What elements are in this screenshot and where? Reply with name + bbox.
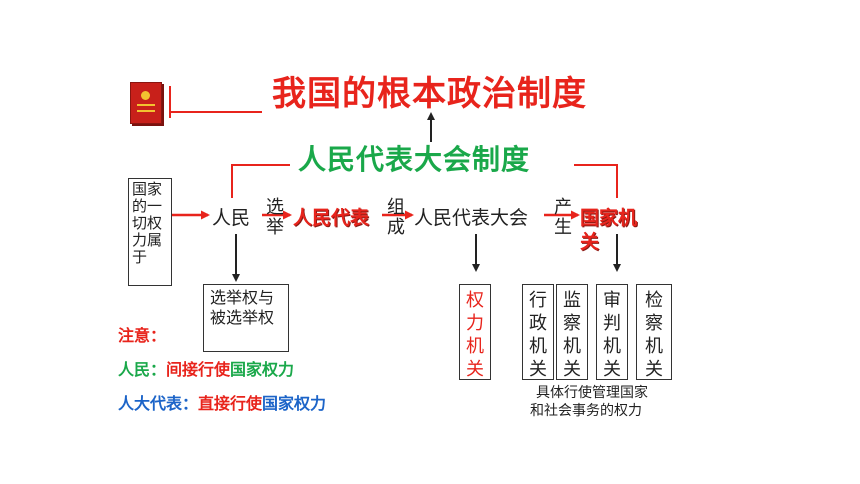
organs-caption-line1: 具体行使管理国家 — [536, 385, 648, 401]
frame-right — [574, 164, 618, 198]
rights-box: 选举权与被选举权 — [203, 284, 289, 352]
note-deputy-power: 国家权力 — [262, 394, 327, 413]
constitution-book-icon — [130, 82, 162, 124]
rights-box-text: 选举权与被选举权 — [210, 288, 275, 327]
note-people-label: 人民： — [118, 360, 167, 379]
flow-people: 人民 — [212, 207, 251, 229]
organs-caption-line2: 和社会事务的权力 — [530, 403, 642, 419]
flow-state-organs: 国家机关 — [580, 207, 638, 253]
note-people: 人民：间接行使国家权力 — [118, 356, 294, 380]
organ-box-procuratorial: 检察机关 — [636, 284, 672, 380]
flow-elect: 选举 — [266, 197, 284, 238]
source-box-text: 国家的一切权力属于 — [132, 180, 163, 266]
organ-box-supervisory: 监察机关 — [556, 284, 588, 380]
subtitle: 人民代表大会制度 — [298, 143, 531, 176]
page-title: 我国的根本政治制度 — [272, 74, 587, 114]
organ-box-administrative: 行政机关 — [522, 284, 554, 380]
note-deputy: 人大代表：直接行使国家权力 — [118, 390, 326, 414]
note-heading: 注意： — [118, 326, 167, 345]
note-deputy-label: 人大代表： — [118, 394, 199, 413]
flow-compose: 组成 — [387, 197, 405, 238]
note-people-mode: 间接行使 — [166, 360, 231, 379]
note-deputy-mode: 直接行使 — [198, 394, 263, 413]
note-people-power: 国家权力 — [230, 360, 295, 379]
flow-deputies: 人民代表 — [293, 207, 370, 229]
flow-produce: 产生 — [554, 197, 572, 238]
frame-left — [231, 164, 290, 198]
source-box: 国家的一切权力属于 — [128, 178, 172, 286]
organ-box-judicial: 审判机关 — [596, 284, 628, 380]
flow-congress: 人民代表大会 — [414, 207, 529, 229]
power-organ-box: 权力机关 — [459, 284, 491, 380]
